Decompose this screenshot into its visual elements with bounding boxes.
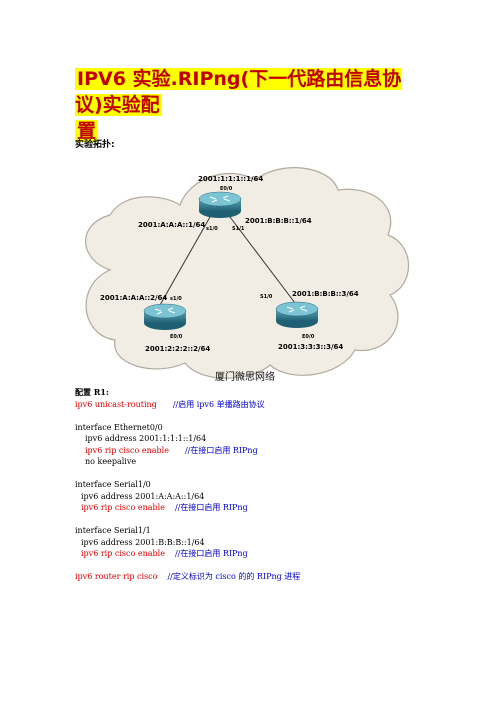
config-block: 配置 R1: ipv6 unicast-routing //启用 ipv6 单播路… — [75, 387, 475, 583]
config-e00-rip-line: ipv6 rip cisco enable //在接口启用 RIPng — [75, 445, 475, 457]
comment-unicast: //启用 ipv6 单播路由协议 — [172, 399, 265, 409]
watermark-text: 厦门微思网络 — [215, 370, 275, 383]
router-r3 — [275, 301, 319, 328]
comment-s11-rip: //在接口启用 RIPng — [174, 549, 248, 558]
config-s11-rip-line: ipv6 rip cisco enable //在接口启用 RIPng — [75, 548, 475, 560]
config-s11-addr: ipv6 address 2001:B:B:B::1/64 — [81, 537, 205, 547]
config-s11-iface: interface Serial1/1 — [75, 526, 151, 535]
config-line-unicast: ipv6 unicast-routing //启用 ipv6 单播路由协议 — [75, 399, 475, 411]
link-r1-r2 — [159, 216, 211, 306]
config-e00-iface: interface Ethernet0/0 — [75, 422, 163, 432]
comment-e00-rip: //在接口启用 RIPng — [184, 445, 258, 455]
cmd-s10-rip: ipv6 rip cisco enable — [81, 503, 165, 512]
r3-s10-port: S1/0 — [260, 294, 273, 300]
cmd-e00-rip: ipv6 rip cisco enable — [85, 445, 169, 455]
r2-e00-address: 2001:2:2:2::2/64 — [145, 345, 210, 353]
config-e00-keepalive: no keepalive — [85, 457, 137, 466]
config-s10-addr: ipv6 address 2001:A:A:A::1/64 — [81, 491, 205, 501]
comment-s10-rip: //在接口启用 RIPng — [174, 503, 248, 512]
title-line-2: 置 — [75, 120, 99, 142]
config-heading: 配置 R1: — [75, 387, 109, 397]
router-r2 — [143, 303, 187, 330]
r1-s11-port: S1/1 — [232, 226, 245, 232]
r2-e00-port: E0/0 — [170, 334, 183, 340]
r3-e00-address: 2001:3:3:3::3/64 — [278, 343, 343, 351]
title-line-1: IPV6 实验.RIPng(下一代路由信息协议)实验配 — [75, 68, 402, 116]
r1-s11-address: 2001:B:B:B::1/64 — [245, 217, 312, 225]
config-router-line: ipv6 router rip cisco //定义标识为 cisco 的的 RI… — [75, 571, 475, 583]
config-e00-addr: ipv6 address 2001:1:1:1::1/64 — [85, 434, 207, 443]
cmd-unicast: ipv6 unicast-routing — [75, 399, 157, 409]
config-s10-rip-line: ipv6 rip cisco enable //在接口启用 RIPng — [75, 502, 475, 514]
topology-diagram: 2001:1:1:1::1/64 E0/0 2001:A:A:A::1/64 s… — [85, 167, 410, 383]
r1-e00-port: E0/0 — [220, 186, 233, 192]
network-cloud — [85, 167, 410, 379]
r2-s10-address: 2001:A:A:A::2/64 — [100, 294, 167, 302]
topology-heading: 实验拓扑: — [75, 140, 115, 150]
r1-s10-port: s1/0 — [206, 226, 218, 232]
cmd-router-rip: ipv6 router rip cisco — [75, 572, 158, 581]
cmd-s11-rip: ipv6 rip cisco enable — [81, 549, 165, 558]
router-r1 — [198, 191, 242, 218]
r2-s10-port: s1/0 — [170, 296, 182, 302]
r1-e00-address: 2001:1:1:1::1/64 — [198, 175, 263, 183]
config-s10-iface: interface Serial1/0 — [75, 480, 151, 489]
r3-e00-port: E0/0 — [302, 334, 315, 340]
r1-s10-address: 2001:A:A:A::1/64 — [138, 221, 205, 229]
document-title: IPV6 实验.RIPng(下一代路由信息协议)实验配 置 — [75, 66, 427, 144]
link-r1-r3 — [229, 216, 296, 304]
comment-router-rip: //定义标识为 cisco 的的 RIPng 进程 — [167, 572, 301, 581]
r3-s10-address: 2001:B:B:B::3/64 — [292, 290, 359, 298]
